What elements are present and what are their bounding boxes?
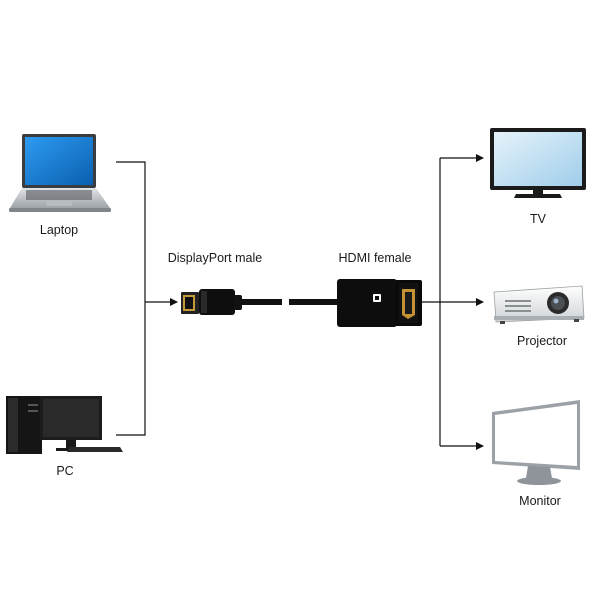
displayport-plug-icon [181,289,339,315]
monitor-icon [492,400,580,485]
pc-label: PC [56,464,74,478]
tv-icon [490,128,586,198]
desktop-pc-icon [6,396,123,454]
tv-label: TV [530,212,546,226]
right-connector-lines [422,154,484,450]
displayport-label: DisplayPort male [167,251,263,265]
projector-icon [493,285,585,324]
hdmi-label: HDMI female [338,251,412,265]
left-connector-lines [116,161,178,436]
laptop-connector-line [116,161,146,436]
monitor-label: Monitor [519,494,561,508]
hdmi-adapter-icon [337,279,422,327]
projector-label: Projector [516,334,568,348]
laptop-label: Laptop [39,223,79,237]
laptop-icon [9,134,111,212]
